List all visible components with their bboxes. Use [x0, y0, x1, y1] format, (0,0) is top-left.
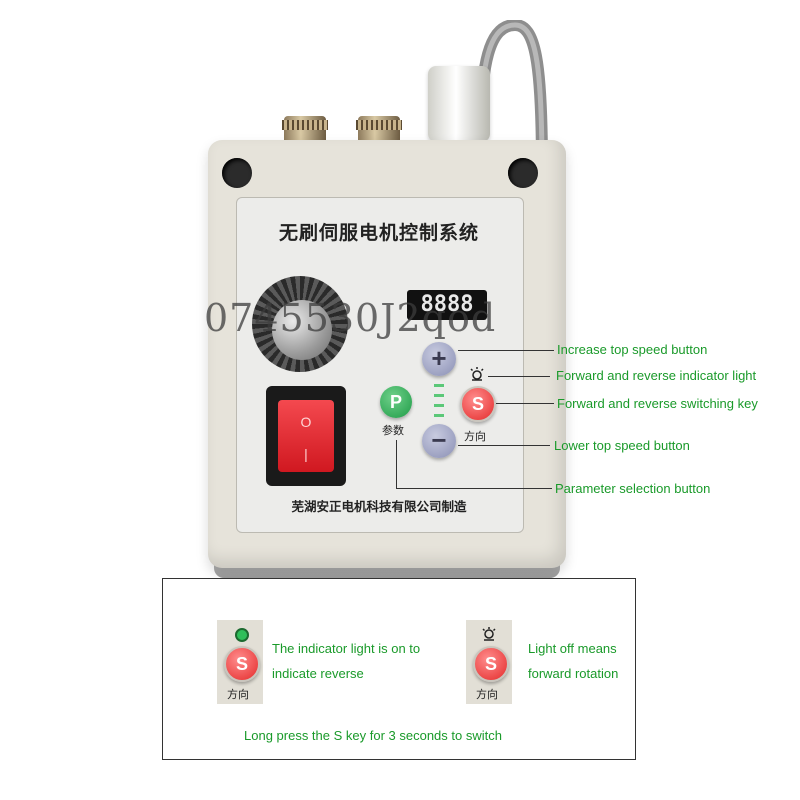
- direction-switch-button[interactable]: S: [460, 386, 496, 422]
- watermark: 0745530J2qod: [204, 296, 497, 340]
- annotation-switching: Forward and reverse switching key: [557, 396, 758, 411]
- forward-explanation: Light off means forward rotation: [528, 636, 618, 686]
- led-display: 8888: [407, 290, 487, 320]
- manufacturer-label: 芜湖安正电机科技有限公司制造: [291, 500, 467, 514]
- switch-instruction: Long press the S key for 3 seconds to sw…: [244, 728, 502, 743]
- direction-caption: 方向: [464, 431, 486, 443]
- speed-knob-cap[interactable]: [272, 300, 332, 360]
- forward-line-1: Light off means: [528, 641, 617, 656]
- parameter-caption: 参数: [382, 425, 404, 437]
- reverse-example-s-button: S: [224, 646, 260, 682]
- speed-level-bar: [434, 394, 444, 397]
- mount-hole-right: [508, 158, 538, 188]
- forward-example-caption: 方向: [476, 689, 498, 701]
- power-switch[interactable]: O |: [278, 400, 334, 472]
- leader-indicator: [488, 376, 550, 377]
- reverse-example-caption: 方向: [227, 689, 249, 701]
- leader-switching: [496, 403, 554, 404]
- reverse-line-1: The indicator light is on to: [272, 641, 421, 656]
- speed-level-bar: [434, 414, 444, 417]
- panel-title: 无刷伺服电机控制系统: [278, 223, 479, 244]
- annotation-lower: Lower top speed button: [554, 438, 690, 453]
- leader-parameter-vertical: [396, 440, 397, 488]
- connector-left-ring: [282, 120, 328, 130]
- indicator-on-icon: [235, 628, 249, 642]
- forward-line-2: forward rotation: [528, 666, 619, 681]
- increase-speed-button[interactable]: +: [422, 342, 456, 376]
- switch-off-mark: O: [300, 414, 312, 430]
- decrease-speed-button[interactable]: −: [422, 424, 456, 458]
- parameter-button[interactable]: P: [380, 386, 412, 418]
- direction-indicator-icon: [470, 367, 484, 381]
- switch-on-mark: |: [304, 446, 308, 462]
- leader-parameter: [396, 488, 552, 489]
- annotation-parameter: Parameter selection button: [555, 481, 711, 496]
- indicator-off-icon: [482, 627, 496, 641]
- annotation-increase: Increase top speed button: [557, 342, 708, 357]
- mount-hole-left: [222, 158, 252, 188]
- reverse-explanation: The indicator light is on to indicate re…: [272, 636, 420, 686]
- forward-example-s-button: S: [473, 646, 509, 682]
- leader-increase: [458, 350, 554, 351]
- connector-right-ring: [356, 120, 402, 130]
- annotation-indicator: Forward and reverse indicator light: [556, 368, 757, 383]
- cable-gland: [428, 66, 490, 142]
- leader-lower: [458, 445, 550, 446]
- speed-level-bar: [434, 404, 444, 407]
- reverse-line-2: indicate reverse: [272, 666, 364, 681]
- speed-level-bar: [434, 384, 444, 387]
